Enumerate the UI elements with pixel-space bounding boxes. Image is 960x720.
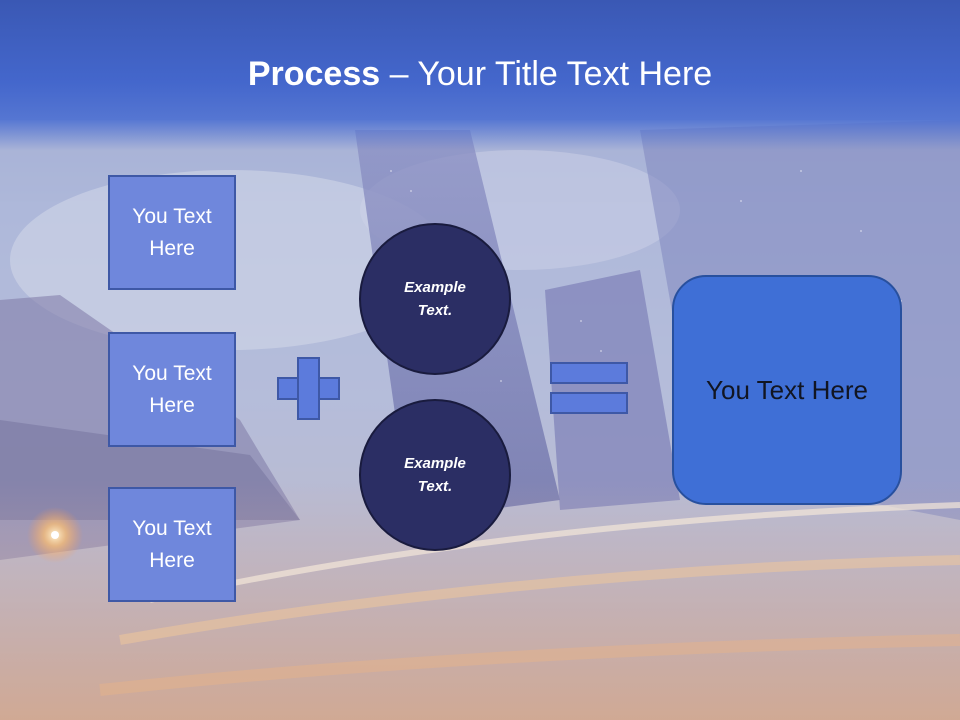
title-bold: Process (247, 55, 381, 93)
text-box-3[interactable]: You Text Here (108, 487, 236, 602)
text-box-1[interactable]: You Text Here (108, 175, 236, 290)
text-box-1-label: You Text Here (132, 204, 212, 260)
example-circle-1-label: Example Text. (404, 279, 466, 319)
text-box-2-label: You Text Here (132, 361, 212, 417)
result-box-label: You Text Here (706, 375, 868, 405)
title-band (0, 0, 960, 150)
equals-icon (550, 362, 628, 414)
plus-center (299, 379, 318, 398)
example-circle-2-label: Example Text. (404, 455, 466, 495)
result-box[interactable]: You Text Here (672, 275, 902, 505)
text-box-2[interactable]: You Text Here (108, 332, 236, 447)
equals-top-bar (550, 362, 628, 384)
equals-bottom-bar (550, 392, 628, 414)
example-circle-1[interactable]: Example Text. (359, 223, 511, 375)
plus-icon (277, 357, 340, 420)
slide-title: Process – Your Title Text Here (0, 52, 960, 96)
text-box-3-label: You Text Here (132, 516, 212, 572)
title-rest: – Your Title Text Here (380, 55, 713, 93)
example-circle-2[interactable]: Example Text. (359, 399, 511, 551)
